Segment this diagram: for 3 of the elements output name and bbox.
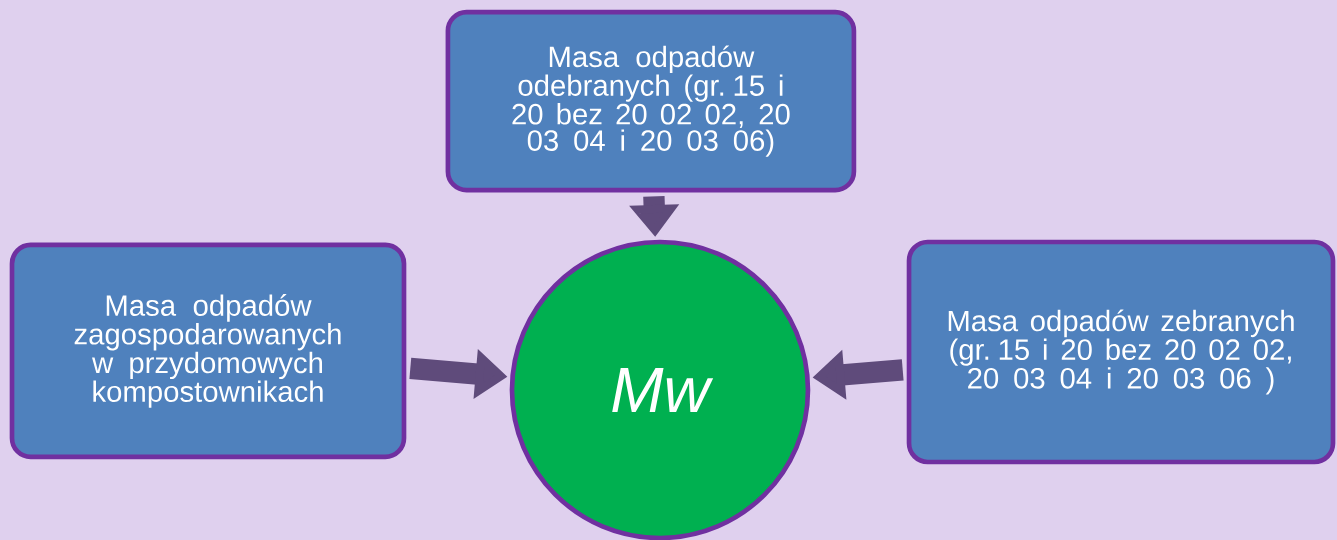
process-box: Masa odpadów odebranych (gr. 15 i 20 bez 20 02 02, 20 03 04 i 20 03 06) [445, 9, 857, 193]
process-box: Masa odpadów zebranych (gr. 15 i 20 bez 20 02 02, 20 03 04 i 20 03 06 ) [906, 239, 1336, 465]
process-box: Masa odpadów zagospodarowanych w przydomowych kompostownikach [9, 242, 407, 460]
